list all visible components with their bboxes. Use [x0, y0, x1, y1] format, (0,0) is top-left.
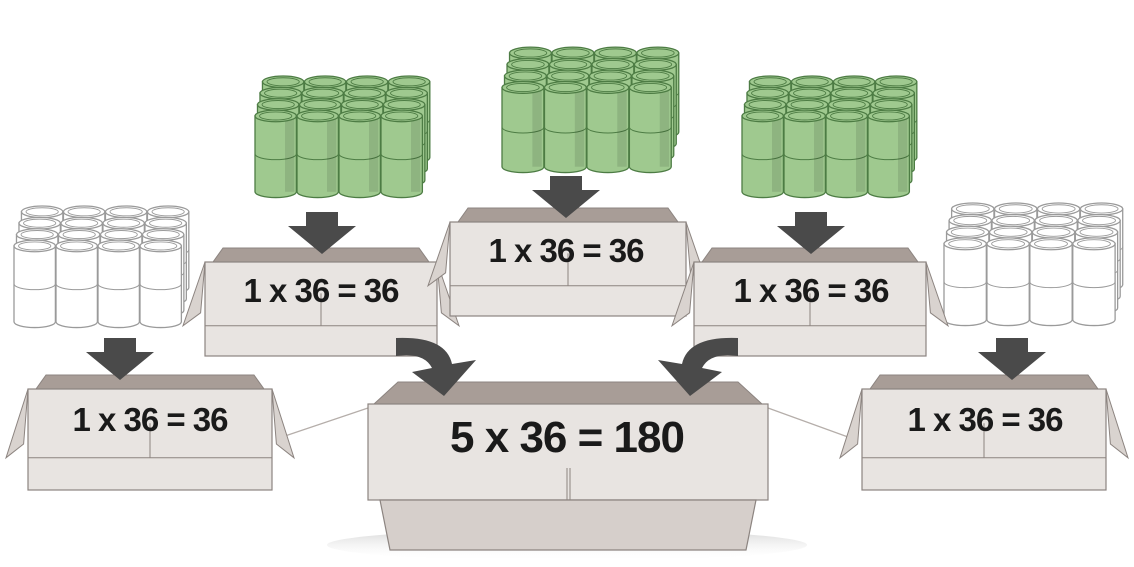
- can-stack-left-outer-icon: [13, 205, 190, 329]
- box-left-outer: 1 x 36 = 36: [5, 374, 295, 491]
- arrow-down-right-inner-icon: [777, 212, 845, 254]
- can-stack-right-inner-icon: [741, 75, 918, 199]
- can-stack-center-icon: [501, 46, 680, 174]
- arrow-down-left-outer-icon: [86, 338, 154, 380]
- can-stack-right-outer-icon: [943, 202, 1124, 327]
- box-right-inner-label: 1 x 36 = 36: [733, 272, 889, 309]
- arrow-down-left-inner-icon: [288, 212, 356, 254]
- arrow-down-center-icon: [532, 176, 600, 218]
- box-right-outer-label: 1 x 36 = 36: [907, 401, 1063, 438]
- box-left-inner-label: 1 x 36 = 36: [243, 272, 399, 309]
- can-stack-left-inner-icon: [254, 75, 431, 199]
- box-right-outer: 1 x 36 = 36: [839, 374, 1129, 491]
- connector-lines: [281, 407, 849, 438]
- arrow-curved-right-icon: [658, 337, 738, 396]
- total-box: 5 x 36 = 180: [327, 381, 807, 561]
- box-center-label: 1 x 36 = 36: [488, 232, 644, 269]
- total-box-label: 5 x 36 = 180: [450, 413, 684, 462]
- box-left-outer-label: 1 x 36 = 36: [72, 401, 228, 438]
- arrow-curved-left-icon: [396, 337, 476, 396]
- box-center: 1 x 36 = 36: [427, 207, 709, 317]
- arrow-down-right-outer-icon: [978, 338, 1046, 380]
- box-right-inner: 1 x 36 = 36: [671, 247, 949, 357]
